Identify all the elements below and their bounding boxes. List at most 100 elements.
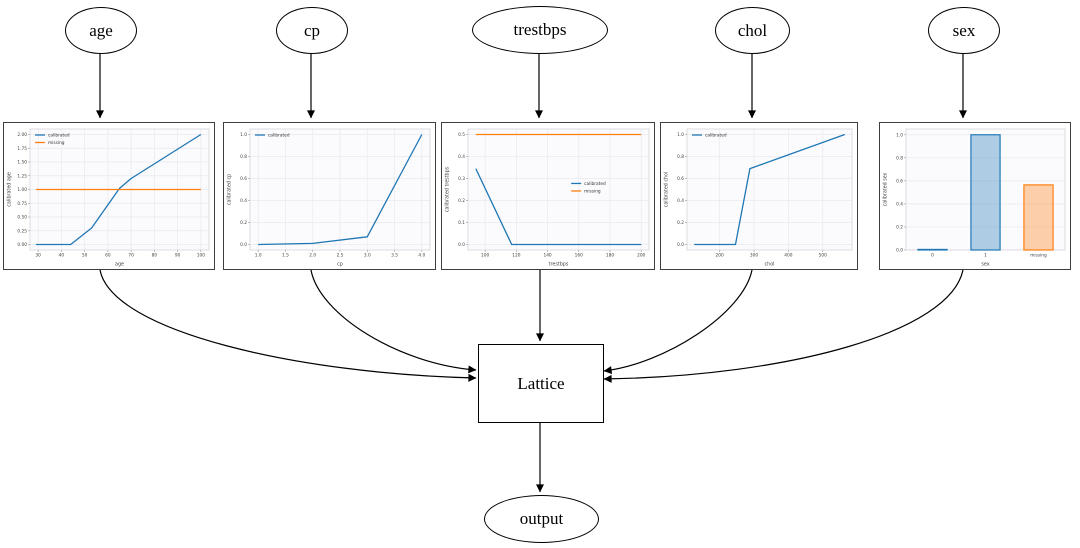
svg-text:sex: sex (981, 263, 989, 268)
svg-text:200: 200 (716, 253, 724, 259)
input-node-trestbps: trestbps (472, 6, 608, 54)
svg-text:3.0: 3.0 (364, 253, 371, 259)
svg-text:100: 100 (197, 253, 205, 259)
svg-text:missing: missing (584, 189, 601, 195)
svg-text:0: 0 (931, 253, 934, 259)
svg-text:0.0: 0.0 (677, 242, 684, 248)
svg-text:trestbps: trestbps (549, 262, 569, 268)
output-node-label: output (519, 509, 564, 528)
calibration-chart-chol: 0.0 0.2 0.4 0.6 0.8 1.0 200 300 400 500 chol calibr… (660, 122, 858, 270)
lattice-node-label: Lattice (517, 373, 565, 393)
svg-text:0.6: 0.6 (677, 176, 684, 182)
svg-text:0.4: 0.4 (240, 198, 247, 204)
svg-text:0.2: 0.2 (677, 220, 684, 226)
svg-text:1.00: 1.00 (17, 187, 27, 193)
edge-chol-chart-to-lattice (603, 269, 753, 375)
svg-text:0.0: 0.0 (458, 242, 465, 248)
svg-text:300: 300 (750, 253, 758, 259)
calibration-chart-sex: 0.0 0.2 0.4 0.6 0.8 1.0 0 1 missing sex calibrated… (879, 122, 1071, 270)
svg-text:0.4: 0.4 (677, 198, 684, 204)
svg-text:180: 180 (606, 253, 614, 259)
svg-text:90: 90 (175, 253, 181, 259)
svg-text:50: 50 (82, 253, 88, 259)
svg-text:calibrated cp: calibrated cp (227, 174, 233, 205)
svg-text:cp: cp (337, 263, 343, 268)
input-node-age: age (65, 7, 137, 54)
svg-text:200: 200 (637, 253, 645, 259)
svg-text:140: 140 (543, 253, 551, 259)
svg-text:missing: missing (1030, 253, 1047, 259)
svg-text:0.6: 0.6 (240, 176, 247, 182)
svg-text:0.75: 0.75 (17, 201, 27, 207)
svg-text:30: 30 (35, 253, 41, 259)
edge-cp-chart-to-lattice (310, 269, 477, 374)
svg-text:2.5: 2.5 (337, 253, 344, 259)
svg-text:2.00: 2.00 (17, 132, 27, 138)
svg-text:1.0: 1.0 (896, 132, 903, 138)
svg-text:0.4: 0.4 (896, 202, 903, 208)
svg-text:calibrated: calibrated (705, 133, 727, 139)
svg-text:0.8: 0.8 (677, 154, 684, 160)
input-node-trestbps-label: trestbps (513, 20, 567, 39)
svg-text:400: 400 (784, 253, 792, 259)
input-node-sex-label: sex (952, 20, 976, 40)
calibration-chart-age: 0.00 0.25 0.50 0.75 1.00 1.25 1.50 1.75 2.00 30 40… (3, 122, 215, 270)
edge-age-chart-to-lattice (99, 269, 477, 382)
svg-text:calibrated trestbps: calibrated trestbps (445, 166, 451, 212)
svg-text:3.5: 3.5 (391, 253, 398, 259)
svg-text:60: 60 (105, 253, 111, 259)
svg-text:0.4: 0.4 (458, 154, 465, 160)
svg-text:calibrated: calibrated (268, 133, 290, 139)
svg-text:1.0: 1.0 (677, 132, 684, 138)
svg-text:0.8: 0.8 (240, 154, 247, 160)
edge-sex-chart-to-lattice (603, 269, 964, 383)
svg-text:0.0: 0.0 (240, 242, 247, 248)
svg-text:0.00: 0.00 (17, 242, 27, 248)
input-node-chol: chol (715, 7, 790, 54)
svg-text:70: 70 (128, 253, 134, 259)
svg-text:0.2: 0.2 (240, 220, 247, 226)
lattice-node: Lattice (478, 344, 604, 423)
svg-text:1.0: 1.0 (255, 253, 262, 259)
svg-text:0.5: 0.5 (458, 132, 465, 138)
svg-text:0.1: 0.1 (458, 220, 465, 226)
input-node-cp: cp (276, 7, 348, 54)
svg-text:40: 40 (59, 253, 65, 259)
input-node-age-label: age (89, 20, 113, 40)
svg-text:missing: missing (48, 140, 65, 146)
svg-text:1.75: 1.75 (17, 146, 27, 152)
svg-text:1.0: 1.0 (240, 132, 247, 138)
svg-text:1: 1 (984, 253, 987, 259)
svg-text:1.25: 1.25 (17, 173, 27, 179)
svg-text:80: 80 (152, 253, 158, 259)
svg-text:calibrated sex: calibrated sex (883, 172, 889, 206)
input-node-cp-label: cp (303, 20, 321, 40)
input-node-chol-label: chol (737, 20, 768, 40)
svg-text:0.2: 0.2 (896, 225, 903, 231)
svg-text:calibrated: calibrated (48, 133, 70, 139)
svg-text:0.2: 0.2 (458, 198, 465, 204)
svg-text:0.50: 0.50 (17, 215, 27, 221)
svg-text:2.0: 2.0 (309, 253, 316, 259)
svg-text:1.50: 1.50 (17, 160, 27, 166)
svg-text:calibrated age: calibrated age (7, 172, 13, 207)
svg-text:0.25: 0.25 (17, 228, 27, 234)
svg-text:0.8: 0.8 (896, 155, 903, 161)
svg-text:4.0: 4.0 (418, 253, 425, 259)
svg-text:chol: chol (765, 262, 775, 268)
svg-text:0.0: 0.0 (896, 248, 903, 254)
svg-text:120: 120 (512, 253, 520, 259)
svg-text:age: age (115, 263, 124, 268)
svg-text:0.3: 0.3 (458, 176, 465, 182)
svg-text:calibrated chol: calibrated chol (664, 172, 670, 208)
svg-text:500: 500 (819, 253, 827, 259)
svg-text:0.6: 0.6 (896, 178, 903, 184)
svg-text:calibrated: calibrated (584, 181, 606, 187)
svg-text:160: 160 (575, 253, 583, 259)
output-node: output (484, 495, 599, 543)
input-node-sex: sex (928, 7, 1000, 54)
